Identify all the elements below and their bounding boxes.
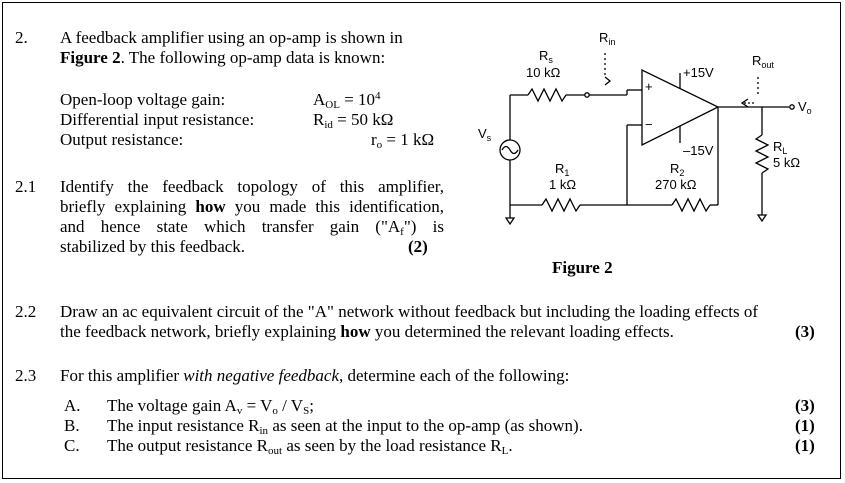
intro-line-2-rest: . The following op-amp data is known: xyxy=(120,48,386,67)
q23-intro: For this amplifier with negative feedbac… xyxy=(60,366,570,385)
question-number: 2.3 xyxy=(15,366,37,385)
resistor-rl xyxy=(754,134,770,174)
resistor-rs xyxy=(527,87,567,103)
rs-label: Rs xyxy=(539,48,553,65)
intro-line-1: A feedback amplifier using an op-amp is … xyxy=(60,28,403,47)
item-text: The output resistance Rout as seen by th… xyxy=(107,436,513,457)
resistor-r1 xyxy=(541,197,581,213)
param-label: Open-loop voltage gain: xyxy=(60,90,226,109)
item-text: The input resistance Rin as seen at the … xyxy=(107,416,583,437)
item-text: The voltage gain Av = Vo / VS; xyxy=(107,396,314,417)
q21-line: briefly explaining how you made this ide… xyxy=(60,197,445,216)
figure-ref: Figure 2 xyxy=(60,48,121,67)
r2-value: 270 kΩ xyxy=(655,177,697,192)
q21-line: Identify the feedback topology of this a… xyxy=(60,177,444,196)
rl-label: RL xyxy=(773,139,787,156)
figure-caption: Figure 2 xyxy=(552,258,613,277)
r1-label: R1 xyxy=(555,161,569,178)
marks: (2) xyxy=(408,237,428,256)
q21-line: and hence state which transfer gain ("Af… xyxy=(60,217,444,238)
vs-label: Vs xyxy=(478,126,492,143)
rs-value: 10 kΩ xyxy=(526,65,561,80)
vplus-label: +15V xyxy=(683,65,714,80)
intro-line-2: Figure 2. The following op-amp data is k… xyxy=(60,48,385,67)
item-letter: A. xyxy=(64,396,81,415)
param-label: Output resistance: xyxy=(60,130,184,149)
param-value: Rid = 50 kΩ xyxy=(313,110,394,131)
item-letter: B. xyxy=(64,416,80,435)
plus-input-sign: + xyxy=(645,79,653,94)
question-number: 2.1 xyxy=(15,177,37,196)
marks: (3) xyxy=(795,396,815,415)
circuit-diagram: + − Rs 10 kΩ Rin +15V –15V Rout Vo RL 5 … xyxy=(478,30,812,226)
r1-value: 1 kΩ xyxy=(549,177,576,192)
ground-icon xyxy=(756,214,768,223)
resistor-r2 xyxy=(671,197,711,213)
marks: (3) xyxy=(795,322,815,341)
marks: (1) xyxy=(795,416,815,435)
vo-label: Vo xyxy=(798,99,812,116)
rl-value: 5 kΩ xyxy=(773,155,800,170)
q22-line: the feedback network, briefly explaining… xyxy=(60,322,674,341)
vminus-label: –15V xyxy=(683,143,714,158)
ground-icon xyxy=(504,217,516,226)
rin-label: Rin xyxy=(599,30,615,47)
question-number: 2.2 xyxy=(15,302,37,321)
minus-input-sign: − xyxy=(645,117,653,132)
rout-label: Rout xyxy=(752,53,774,70)
param-value: ro = 1 kΩ xyxy=(371,130,435,151)
r2-label: R2 xyxy=(670,161,684,178)
param-label: Differential input resistance: xyxy=(60,110,255,129)
question-number: 2. xyxy=(15,28,28,47)
marks: (1) xyxy=(795,436,815,455)
q21-line: stabilized by this feedback. xyxy=(60,237,246,256)
param-value: AOL = 104 xyxy=(313,90,381,111)
q22-line: Draw an ac equivalent circuit of the "A"… xyxy=(60,302,759,321)
item-letter: C. xyxy=(64,436,80,455)
